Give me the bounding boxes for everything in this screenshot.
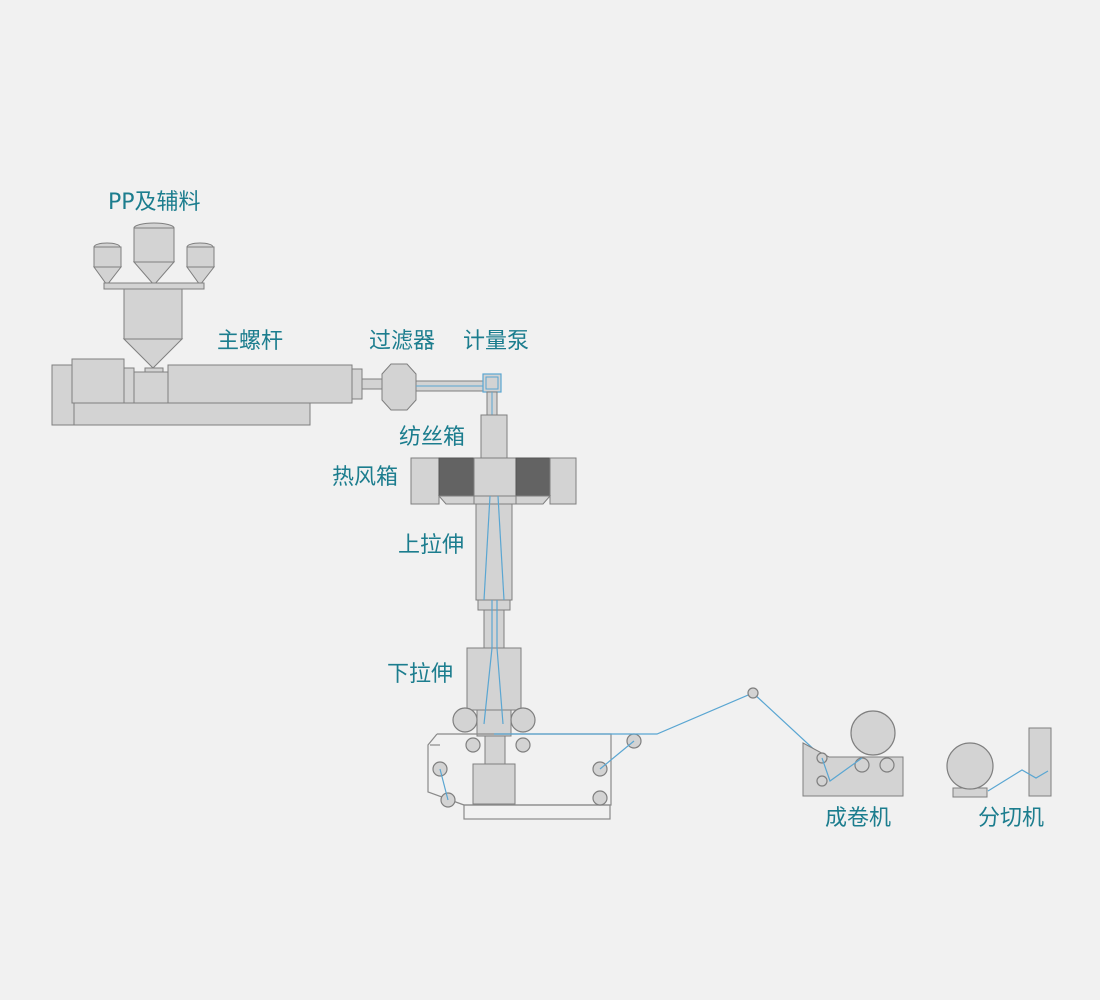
label-filter: 过滤器 bbox=[369, 329, 436, 354]
slitter-machine bbox=[946, 727, 1052, 798]
upper-stretch-unit bbox=[475, 503, 513, 649]
fiber-stream-tower bbox=[483, 495, 505, 725]
label-hot-air-box: 热风箱 bbox=[332, 465, 399, 490]
hopper-right bbox=[186, 242, 216, 286]
melt-pipe bbox=[415, 373, 502, 417]
metering-pump bbox=[482, 373, 502, 393]
label-raw-material: PP及辅料 bbox=[108, 190, 201, 215]
label-upper-stretch: 上拉伸 bbox=[398, 533, 465, 558]
hopper-left bbox=[93, 242, 123, 286]
extruder-flange bbox=[351, 368, 363, 400]
spinning-box bbox=[480, 414, 508, 460]
winder-roll bbox=[850, 710, 896, 756]
extruder-barrel bbox=[167, 364, 353, 404]
slitter-roll bbox=[946, 742, 994, 790]
main-hopper bbox=[122, 288, 184, 375]
spinning-tower bbox=[410, 414, 577, 805]
label-winder: 成卷机 bbox=[825, 806, 892, 831]
hopper-center bbox=[132, 222, 176, 286]
winder-machine bbox=[802, 710, 904, 797]
filter-body bbox=[381, 363, 417, 411]
hopper-manifold bbox=[103, 282, 205, 290]
filter-inlet-pipe bbox=[361, 378, 385, 390]
main-screw-extruder bbox=[51, 358, 363, 426]
extruder-coupling bbox=[123, 367, 135, 404]
label-metering-pump: 计量泵 bbox=[463, 329, 530, 354]
extruder-motor bbox=[71, 358, 125, 404]
extruder-end-cap bbox=[51, 364, 75, 426]
extruder-base bbox=[71, 402, 311, 426]
hoppers bbox=[93, 222, 216, 375]
label-lower-stretch: 下拉伸 bbox=[387, 662, 454, 687]
label-slitter: 分切机 bbox=[978, 806, 1045, 831]
extruder-feed-section bbox=[133, 371, 169, 404]
slitter-frame bbox=[1028, 727, 1052, 797]
lower-stretch-unit bbox=[466, 647, 522, 805]
label-main-screw: 主螺杆 bbox=[217, 329, 284, 354]
hot-air-box bbox=[410, 457, 577, 505]
collector-rolls bbox=[432, 707, 642, 808]
label-spinning-box: 纺丝箱 bbox=[399, 425, 466, 450]
filter-unit bbox=[361, 363, 417, 411]
